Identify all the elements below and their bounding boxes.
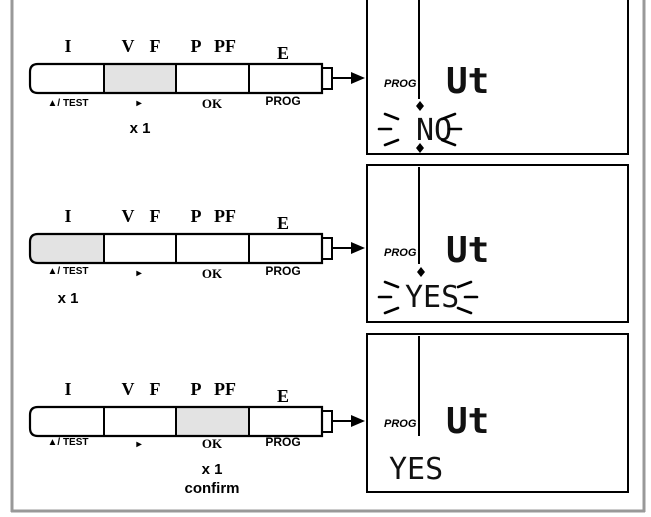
step-3: I V F P PF E ▲/ TEST ▸ OK PROG x 1 confi… [28, 333, 629, 497]
label-test: ▲/ TEST [47, 437, 88, 448]
label-f: F [150, 379, 161, 399]
lcd-frame [366, 164, 629, 323]
keypad-end-cap [322, 410, 333, 433]
arrow-head [351, 72, 365, 84]
press-count: x 1 [58, 290, 79, 307]
label-pf: PF [214, 206, 236, 226]
lcd-display-1: PROG Ut NO [366, 0, 629, 155]
label-v: V [122, 36, 135, 56]
lcd-param: Ut [446, 230, 489, 271]
label-pf: PF [214, 36, 236, 56]
lcd-prog-label: PROG [384, 247, 417, 259]
lcd-prog-label: PROG [384, 78, 417, 90]
label-p: P [191, 379, 202, 399]
blink-marker [416, 143, 424, 153]
label-i: I [64, 36, 71, 56]
label-e: E [277, 213, 289, 233]
lcd-value: YES [405, 280, 459, 315]
arrow-head [351, 242, 365, 254]
press-count: x 1 [130, 120, 151, 137]
label-i: I [64, 379, 71, 399]
lcd-param: Ut [446, 61, 489, 102]
label-prog: PROG [265, 435, 300, 449]
keypad-1: I V F P PF E ▲/ TEST ▸ OK PROG [28, 36, 333, 111]
keypad-body [28, 405, 324, 438]
keypad-body [28, 62, 324, 95]
label-test: ▲/ TEST [47, 266, 88, 277]
label-e: E [277, 43, 289, 63]
highlight-vf-key [104, 64, 176, 93]
label-p: P [191, 206, 202, 226]
confirm-label: confirm [184, 480, 239, 497]
label-p: P [191, 36, 202, 56]
keypad-body [28, 232, 324, 265]
label-ok: OK [202, 96, 223, 111]
label-next: ▸ [135, 98, 142, 109]
keypad-end-cap [322, 67, 333, 90]
label-i: I [64, 206, 71, 226]
label-prog: PROG [265, 264, 300, 278]
label-f: F [150, 206, 161, 226]
label-next: ▸ [135, 268, 142, 279]
label-v: V [122, 206, 135, 226]
lcd-display-2: PROG Ut YES [366, 164, 629, 323]
blink-rays [377, 280, 479, 315]
label-v: V [122, 379, 135, 399]
highlight-ppf-key [176, 407, 249, 436]
arrow-head [351, 415, 365, 427]
lcd-frame [366, 333, 629, 493]
label-ok: OK [202, 266, 223, 281]
lcd-display-3: PROG Ut YES [366, 333, 629, 493]
label-prog: PROG [265, 94, 300, 108]
keypad-3: I V F P PF E ▲/ TEST ▸ OK PROG [28, 379, 333, 451]
label-e: E [277, 386, 289, 406]
press-count: x 1 [202, 461, 223, 478]
lcd-value: YES [389, 452, 443, 487]
blink-marker [417, 267, 425, 277]
lcd-prog-label: PROG [384, 418, 417, 430]
label-ok: OK [202, 436, 223, 451]
blink-marker [416, 101, 424, 111]
lcd-param: Ut [446, 401, 489, 442]
highlight-i-key [30, 234, 104, 263]
keypad-end-cap [322, 237, 333, 260]
label-next: ▸ [135, 439, 142, 450]
lcd-frame [366, 0, 629, 155]
label-pf: PF [214, 379, 236, 399]
step-2: I V F P PF E ▲/ TEST ▸ OK PROG x 1 PROG … [28, 164, 629, 323]
keypad-2: I V F P PF E ▲/ TEST ▸ OK PROG [28, 206, 333, 281]
label-test: ▲/ TEST [47, 98, 88, 109]
step-1: I V F P PF E ▲/ TEST ▸ OK PROG x 1 PROG [28, 0, 629, 155]
label-f: F [150, 36, 161, 56]
blink-rays [377, 112, 463, 147]
